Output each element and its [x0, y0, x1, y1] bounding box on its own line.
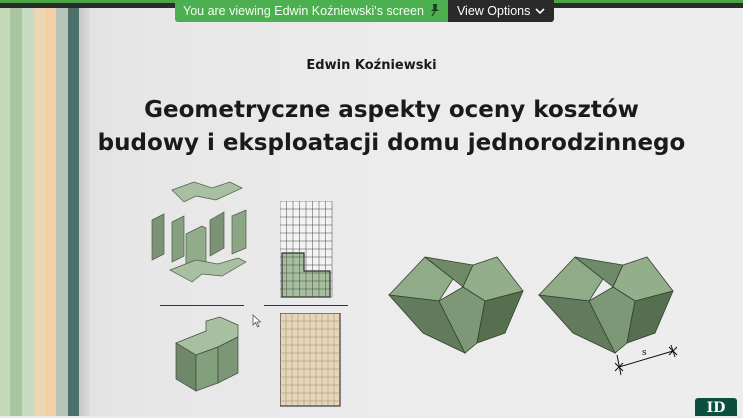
slide-title-line-1: Geometryczne aspekty oceny kosztów [144, 97, 639, 123]
figure-divider-right [264, 305, 348, 306]
hip-roof-model-1 [387, 256, 524, 354]
beige-grid-plan [280, 313, 341, 407]
screen-share-banner: You are viewing Edwin Koźniewski's scree… [175, 0, 555, 22]
figure-divider-left [160, 305, 244, 306]
viewing-notice-text: You are viewing Edwin Koźniewski's scree… [183, 4, 424, 18]
dimension-label-s: s [642, 348, 647, 358]
pushpin-icon[interactable] [430, 3, 440, 19]
shared-slide: Edwin Koźniewski Geometryczne aspekty oc… [0, 8, 743, 416]
solid-building-figure [175, 316, 239, 392]
floor-grid-plan [280, 201, 333, 298]
exploded-building-figure [151, 181, 247, 283]
slide-author: Edwin Koźniewski [306, 58, 437, 73]
view-options-button[interactable]: View Options [447, 0, 555, 22]
chevron-down-icon [535, 4, 545, 18]
slide-title: Geometryczne aspekty oceny kosztów budow… [0, 94, 743, 160]
slide-side-stripes [0, 8, 90, 416]
mouse-pointer-icon [252, 314, 262, 328]
hip-roof-model-2 [537, 256, 678, 376]
view-options-label: View Options [456, 4, 531, 18]
slide-title-line-2: budowy i eksploatacji domu jednorodzinne… [97, 130, 686, 156]
institution-logo: ID [695, 398, 737, 416]
viewing-notice: You are viewing Edwin Koźniewski's scree… [175, 0, 448, 22]
